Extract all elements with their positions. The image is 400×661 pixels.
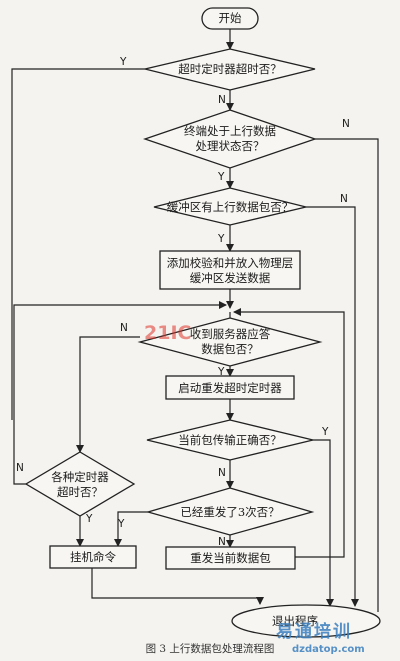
timeout-question: 超时定时器超时否？ xyxy=(178,62,282,76)
figure-caption: 图 3 上行数据包处理流程图 xyxy=(145,643,275,655)
timers-yes-label: Y xyxy=(86,513,93,525)
received-question-line2: 数据包否？ xyxy=(201,342,259,356)
timers-no-label: N xyxy=(16,462,24,474)
watermark-logo: 21IC xyxy=(144,322,192,344)
add-checksum-line1: 添加校验和并放入物理层 xyxy=(166,256,294,270)
timeout-yes-label: Y xyxy=(120,56,127,68)
state-question-line2: 处理状态否？ xyxy=(195,139,265,153)
decision-timeout xyxy=(144,48,316,91)
state-question-line1: 终端处于上行数据 xyxy=(184,124,276,138)
received-no-label: N xyxy=(120,322,128,334)
decision-state xyxy=(142,109,318,169)
received-question-line1: 收到服务器应答 xyxy=(189,327,271,341)
decision-buffer xyxy=(153,187,307,226)
correct-question: 当前包传输正确否？ xyxy=(178,433,282,447)
process-resend xyxy=(165,546,296,570)
correct-no-label: N xyxy=(218,467,226,479)
resend-label: 重发当前数据包 xyxy=(190,551,271,565)
process-add-checksum xyxy=(159,250,301,290)
add-checksum-line2: 缓冲区发送数据 xyxy=(189,271,271,285)
timeout-no-label: N xyxy=(218,94,226,106)
timers-question-line2: 超时否？ xyxy=(57,485,103,499)
process-start-timer xyxy=(165,375,295,400)
start-label: 开始 xyxy=(218,11,242,25)
end-terminator xyxy=(231,604,381,638)
state-no-label: N xyxy=(342,118,350,130)
resent-no-label: N xyxy=(218,536,226,548)
buffer-question: 缓冲区有上行数据包否？ xyxy=(166,200,294,214)
decision-correct xyxy=(146,419,314,461)
timers-question-line1: 各种定时器 xyxy=(51,470,109,484)
decision-timers xyxy=(24,451,136,517)
decision-resent xyxy=(145,487,315,536)
start-timer-label: 启动重发超时定时器 xyxy=(178,381,282,395)
hangup-label: 挂机命令 xyxy=(70,550,116,564)
start-terminator xyxy=(201,7,259,30)
end-label: 退出程序 xyxy=(272,614,318,628)
state-yes-label: Y xyxy=(218,171,225,183)
received-yes-label: Y xyxy=(218,366,225,378)
buffer-yes-label: Y xyxy=(218,233,225,245)
correct-yes-label: Y xyxy=(322,426,329,438)
resent-question: 已经重发了3次否？ xyxy=(180,505,280,519)
decision-received xyxy=(137,317,323,367)
buffer-no-label: N xyxy=(340,193,348,205)
resent-yes-label: Y xyxy=(118,518,125,530)
watermark-cn: 易通培训 xyxy=(276,622,352,642)
watermark-url: dzdatop.com xyxy=(292,644,365,655)
process-hangup xyxy=(49,545,137,569)
